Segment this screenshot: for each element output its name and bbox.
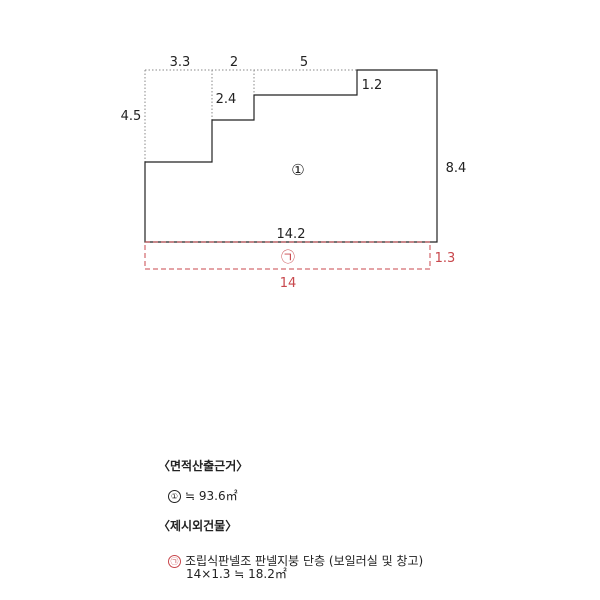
annex-description-line: ㉠ 조립식판넬조 판넬지붕 단층 (보일러실 및 창고) xyxy=(168,555,423,568)
area-calculation-heading: 〈면적산출근거〉 xyxy=(158,459,249,473)
dim-top-middle: 2 xyxy=(230,55,238,70)
excluded-building-heading: 〈제시외건물〉 xyxy=(158,519,238,533)
annex-note-marker: ㉠ xyxy=(168,555,181,568)
dim-left: 4.5 xyxy=(121,109,142,124)
annex-area-formula: 14×1.3 ≒ 18.2㎡ xyxy=(186,567,287,581)
main-area-marker: ① xyxy=(168,490,181,503)
main-building-marker: ① xyxy=(291,161,304,179)
dim-top-right: 5 xyxy=(300,55,308,70)
dim-right: 8.4 xyxy=(446,161,467,176)
main-building-outline xyxy=(144,69,438,243)
dim-bottom: 14.2 xyxy=(277,227,306,242)
annex-building-outline xyxy=(144,241,431,270)
main-area-line: ① ≒ 93.6㎡ xyxy=(168,490,238,503)
annex-dim-length: 14 xyxy=(280,276,297,291)
main-area-value: ≒ 93.6㎡ xyxy=(185,489,238,503)
annex-dim-width: 1.3 xyxy=(435,251,456,266)
annex-building-marker: ㉠ xyxy=(281,250,295,266)
dim-top-left: 3.3 xyxy=(170,55,191,70)
dim-step-inner: 2.4 xyxy=(216,92,237,107)
annex-description-text: 조립식판넬조 판넬지붕 단층 (보일러실 및 창고) xyxy=(185,554,424,568)
dim-step-right: 1.2 xyxy=(362,78,383,93)
